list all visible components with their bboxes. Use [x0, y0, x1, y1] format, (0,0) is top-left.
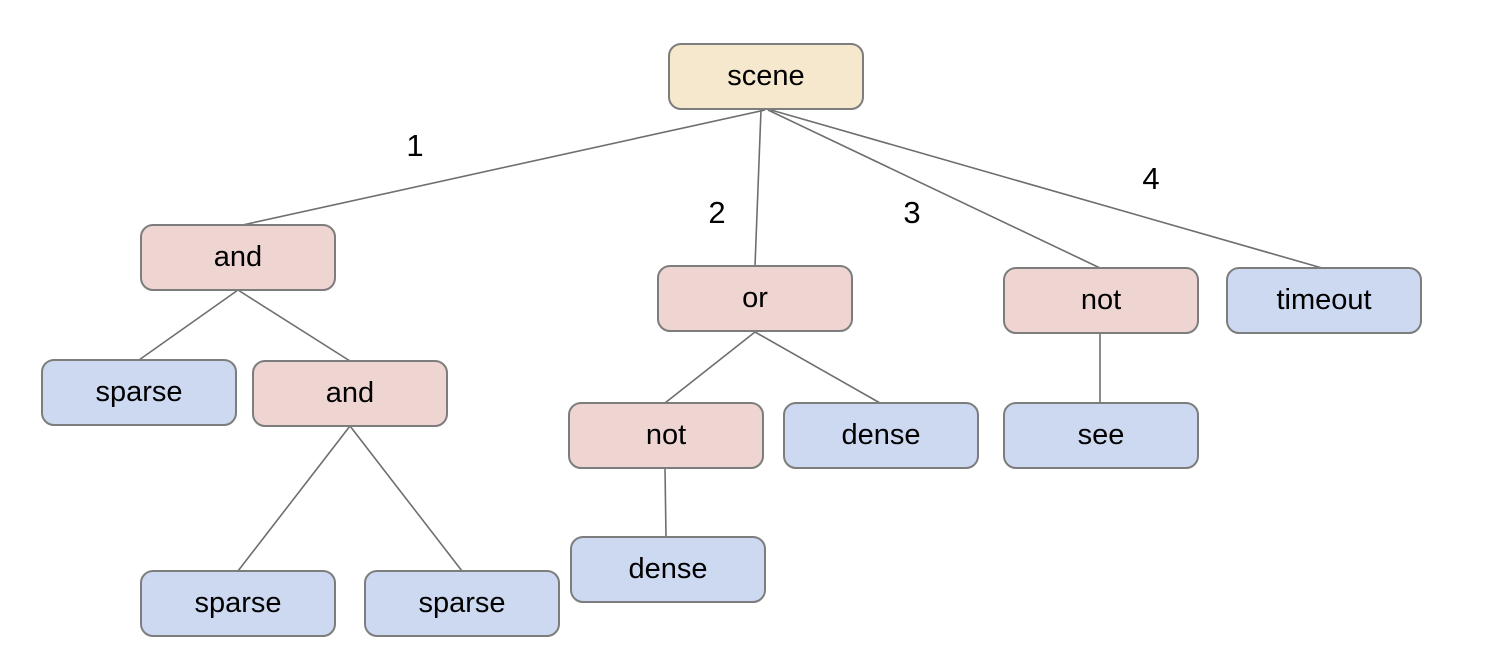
edge-and1-sparse1	[138, 289, 239, 361]
edge-label-2: 2	[708, 195, 726, 230]
node-dense-2: dense	[570, 536, 766, 603]
edge-scene-timeout	[770, 109, 1323, 269]
node-not-2: not	[568, 402, 764, 469]
node-sparse-1: sparse	[41, 359, 237, 426]
node-and-1: and	[140, 224, 336, 291]
edge-label-3: 3	[903, 195, 921, 230]
node-scene: scene	[668, 43, 864, 110]
edge-label-4: 4	[1142, 161, 1160, 196]
node-and-2: and	[252, 360, 448, 427]
node-timeout: timeout	[1226, 267, 1422, 334]
edge-label-1: 1	[406, 128, 424, 163]
edge-or-not2	[664, 331, 756, 404]
edge-scene-and1	[237, 109, 766, 227]
edge-not2-dense2	[664, 467, 667, 538]
edge-scene-not1	[767, 109, 1101, 269]
node-see: see	[1003, 402, 1199, 469]
edge-and2-sparse2	[237, 425, 351, 572]
node-sparse-3: sparse	[364, 570, 560, 637]
edge-or-dense1	[754, 331, 881, 404]
node-sparse-2: sparse	[140, 570, 336, 637]
node-dense-1: dense	[783, 402, 979, 469]
node-not-1: not	[1003, 267, 1199, 334]
edge-scene-or	[754, 109, 762, 267]
edge-and2-sparse3	[349, 425, 463, 572]
edge-and1-and2	[237, 289, 351, 362]
node-or: or	[657, 265, 853, 332]
